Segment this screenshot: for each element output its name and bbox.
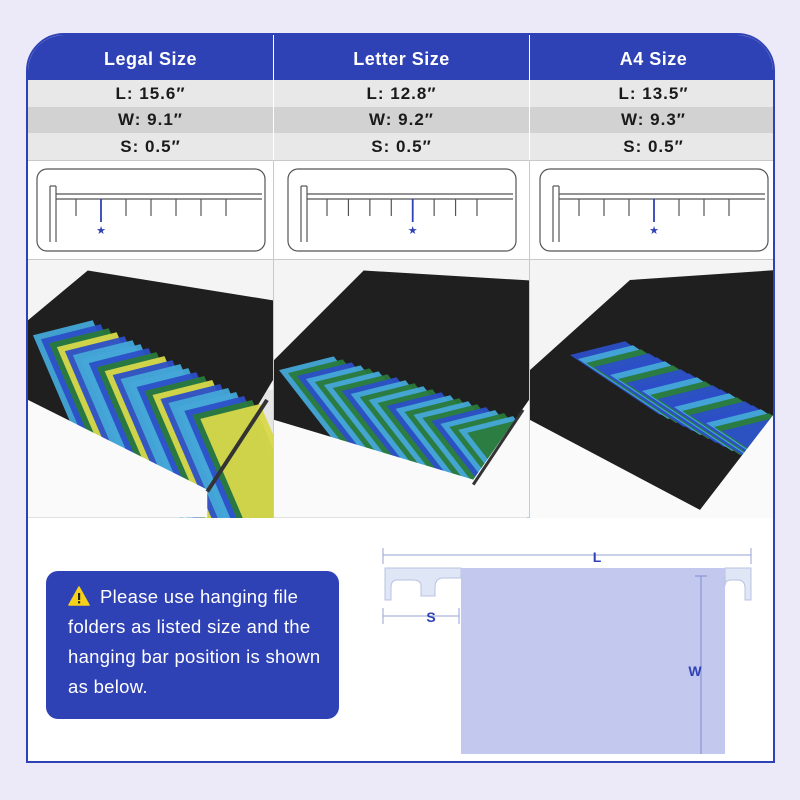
a4-side: S: 0.5″ [623,136,684,156]
side-row: S: 0.5″ S: 0.5″ S: 0.5″ [28,133,773,160]
header-legal: Legal Size [28,35,274,80]
letter-bar-svg: ★ [286,168,517,252]
drawer-photo-row [28,259,773,518]
legal-bar-diagram: ★ [28,161,274,259]
letter-drawer-illustration [274,260,529,518]
letter-width: W: 9.2″ [274,107,530,133]
warning-triangle-icon [68,586,90,606]
legal-width: W: 9.1″ [28,107,274,133]
letter-bar-diagram: ★ [274,161,530,259]
legal-length: L: 15.6″ [28,80,274,107]
star-icon: ★ [649,225,659,237]
letter-length: L: 12.8″ [274,80,530,107]
left-hook-icon [384,567,462,601]
a4-length: L: 13.5″ [618,83,689,103]
instruction-area: Please use hanging file folders as liste… [28,518,773,761]
width-label: W [688,663,702,679]
star-icon: ★ [96,225,106,237]
instruction-text: Please use hanging file folders as liste… [68,586,321,697]
a4-drawer-image [530,259,773,518]
a4-bar-svg: ★ [538,168,769,252]
letter-drawer-image [274,260,530,518]
legal-side: S: 0.5″ [28,133,274,160]
length-label: L [593,549,602,565]
a4-drawer-illustration [530,259,773,518]
width-row: W: 9.1″ W: 9.2″ W: 9.3″ [28,107,773,133]
instruction-note: Please use hanging file folders as liste… [46,571,339,719]
side-label: S [426,609,435,625]
header-letter: Letter Size [274,35,530,80]
size-header-row: Legal Size Letter Size A4 Size [28,35,773,80]
a4-width: W: 9.3″ [621,110,686,129]
letter-side: S: 0.5″ [274,133,530,160]
folder-dimension-diagram: L S W [382,548,752,754]
legal-drawer-illustration [28,260,273,518]
folder-body [461,576,725,754]
right-hook-icon [724,567,752,601]
legal-bar-svg: ★ [35,168,266,252]
a4-bar-diagram: ★ [530,161,773,259]
bar-diagram-row: ★ ★ ★ [28,160,773,260]
size-chart-card: Legal Size Letter Size A4 Size L: 15.6″ … [26,33,775,763]
star-icon: ★ [407,225,417,237]
length-row: L: 15.6″ L: 12.8″ L: 13.5″ [28,80,773,107]
header-a4: A4 Size [619,49,688,69]
legal-drawer-image [28,260,274,518]
